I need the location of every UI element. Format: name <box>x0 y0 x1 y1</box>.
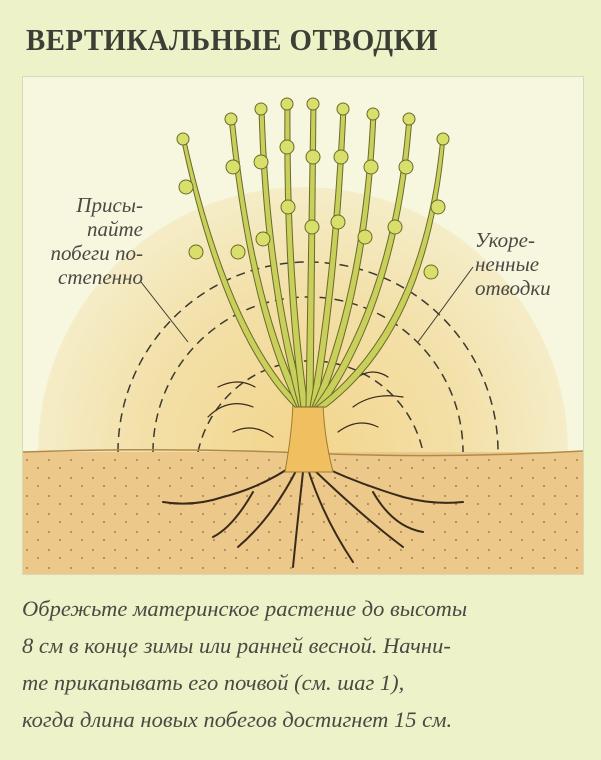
shoots <box>180 101 446 408</box>
leaf-buds <box>176 97 450 280</box>
page-title: ВЕРТИКАЛЬНЫЕ ОТВОДКИ <box>26 22 438 57</box>
label-earth-up-gradually: Присы- пайте побеги по- степенно <box>50 193 143 289</box>
plant-diagram <box>23 97 583 574</box>
caption-line: Обрежьте материнское растение до высоты <box>22 596 468 621</box>
caption-line: когда длина новых побегов достигнет 15 с… <box>22 707 453 732</box>
caption-line: те прикапывать его почвой (см. шаг 1), <box>22 670 405 695</box>
caption-line: 8 см в конце зимы или ранней весной. Нач… <box>22 633 451 658</box>
soil-mound-glow <box>38 187 568 452</box>
layering-illustration: Присы- пайте побеги по- степенно Укоре- … <box>22 76 584 575</box>
label-pointers <box>140 266 474 343</box>
roots <box>162 371 464 568</box>
label-rooted-layers: Укоре- ненные отводки <box>475 228 551 300</box>
caption: Обрежьте материнское растение до высоты … <box>22 590 592 738</box>
